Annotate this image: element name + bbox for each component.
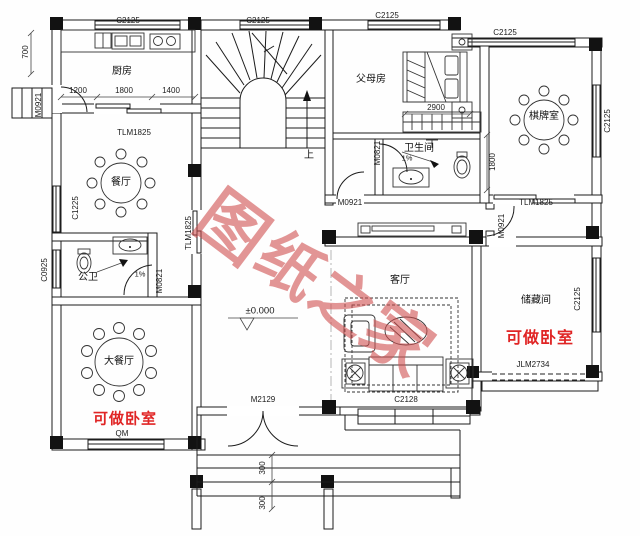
- note-can-be-bedroom-right: 可做卧室: [505, 330, 575, 347]
- note-can-be-bedroom-left: 可做卧室: [92, 410, 158, 428]
- window-label-c2125-right-1: C2125: [603, 109, 612, 133]
- door-label-m0921-left: M0921: [34, 92, 43, 118]
- side-porch: [11, 87, 53, 119]
- room-label-living-room: 客厅: [390, 275, 410, 286]
- dim-700: 700: [21, 45, 30, 59]
- door-symbols: [60, 86, 599, 447]
- dining-table: [86, 148, 156, 218]
- columns: [50, 17, 602, 488]
- room-label-parents-room: 父母房: [356, 74, 386, 85]
- sliding-door-symbols: [95, 103, 576, 254]
- room-label-storage-room: 储藏间: [521, 295, 551, 306]
- room-label-grand-dining: 大餐厅: [104, 356, 134, 367]
- slope-label-powder: 1%: [134, 269, 146, 279]
- dim-300-a: 300: [258, 461, 267, 475]
- bathroom-fixtures: [392, 139, 471, 188]
- stairs-up-label: 上: [304, 150, 314, 161]
- window-label-c2125-top-3: C2125: [375, 11, 399, 20]
- window-label-c2125-top-4: C2125: [493, 28, 517, 37]
- dim-300-b: 300: [258, 496, 267, 510]
- room-label-powder-room: 公卫: [78, 272, 98, 283]
- door-label-jlm2734: JLM2734: [516, 360, 550, 369]
- dim-1200: 1200: [69, 86, 87, 95]
- room-label-dining: 餐厅: [111, 177, 131, 188]
- door-label-tlm1825-kitchen: TLM1825: [117, 128, 151, 137]
- dim-1800-b: 1800: [488, 153, 497, 171]
- slope-label-bathroom: 1%: [401, 153, 413, 163]
- window-label-c2125-top-2: C2125: [246, 16, 270, 25]
- living-room-furniture: [341, 222, 474, 393]
- window-symbols: [52, 20, 601, 450]
- parents-room-furniture: [402, 33, 482, 133]
- dim-2900: 2900: [427, 103, 445, 112]
- window-label-c2125-right-2: C2125: [573, 287, 582, 311]
- room-label-bathroom: 卫生间: [404, 143, 434, 154]
- entrance-steps: [191, 415, 461, 530]
- dimension-lines: [27, 29, 491, 513]
- window-label-qm: QM: [115, 429, 129, 438]
- door-label-tlm1825-chess: TLM1825: [519, 198, 553, 207]
- door-label-m0821-powder: M0821: [155, 268, 164, 294]
- window-label-c1225: C1225: [71, 196, 80, 220]
- window-label-c2125-top-1: C2125: [116, 16, 140, 25]
- door-label-m0821-bathroom: M0821: [373, 140, 382, 166]
- powder-room-fixtures: [76, 236, 148, 274]
- room-label-kitchen: 厨房: [112, 66, 132, 77]
- door-label-m0921-storage: M0921: [497, 213, 506, 239]
- room-label-chess-room: 棋牌室: [529, 111, 559, 122]
- window-label-c0925: C0925: [40, 258, 49, 282]
- door-label-m0921-hall: M0921: [337, 198, 363, 207]
- staircase: [201, 30, 325, 149]
- elevation-label: ±0.000: [245, 305, 275, 317]
- grand-dining-table: [81, 322, 157, 402]
- dim-1400: 1400: [162, 86, 180, 95]
- kitchen-furniture: [60, 29, 196, 53]
- chess-room-table: [509, 85, 579, 155]
- dim-1800-a: 1800: [115, 86, 133, 95]
- window-label-c2128: C2128: [394, 395, 418, 404]
- door-label-m2129-entry: M2129: [250, 395, 276, 404]
